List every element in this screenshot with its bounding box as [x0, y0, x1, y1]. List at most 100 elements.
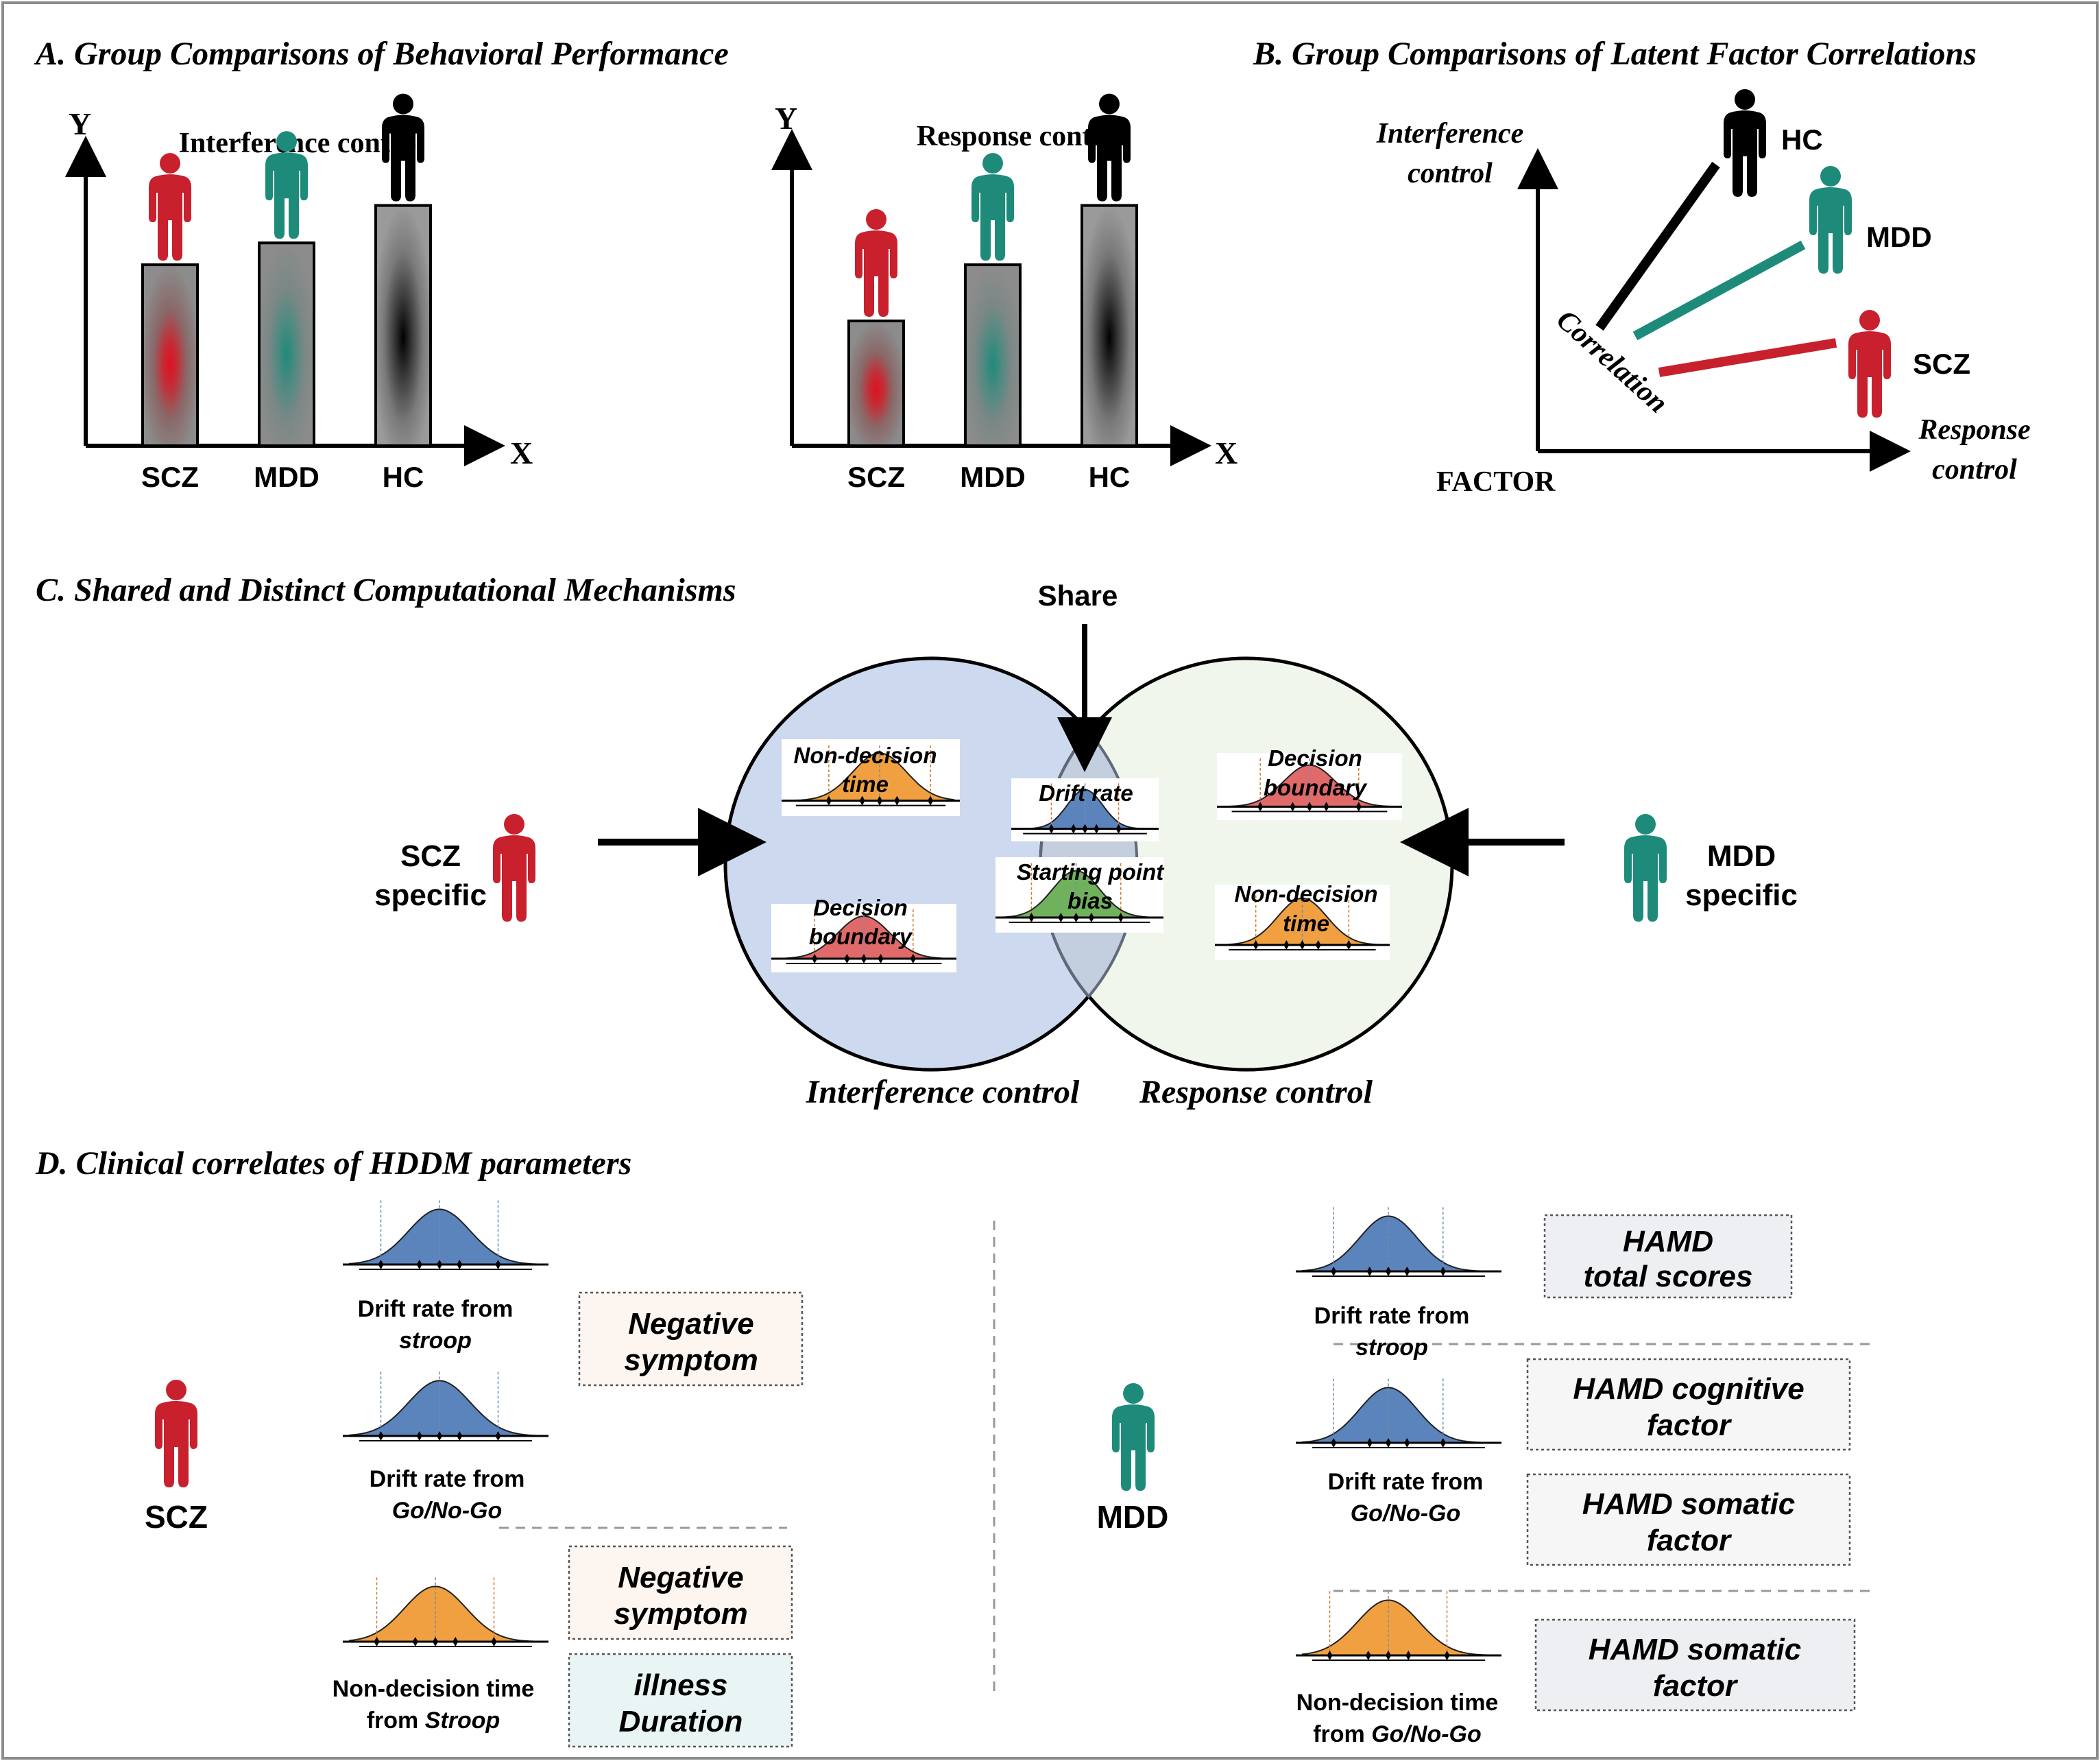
drift-label: Drift rate	[1039, 780, 1133, 806]
y-axis-label: Y	[69, 106, 91, 141]
scz-specific-line1: SCZ	[400, 839, 461, 873]
drift-gonogo-line2: Go/No-Go	[1351, 1500, 1461, 1526]
hc-correlation-line	[1595, 161, 1720, 331]
quantile-marker	[1440, 1438, 1446, 1448]
ndt-label-line2: time	[1283, 911, 1329, 936]
mdd-person-icon	[1112, 1383, 1155, 1491]
db-label-line1: Decision	[813, 895, 908, 920]
mdd-specific-line2: specific	[1685, 878, 1798, 912]
posterior-distribution	[343, 1200, 548, 1270]
y-axis-label-line2: control	[1408, 158, 1493, 189]
bar-mdd	[258, 241, 315, 447]
posterior-distribution	[1215, 885, 1390, 960]
density-fill	[1000, 870, 1159, 918]
bar-hc	[1081, 204, 1138, 447]
density-outline	[786, 752, 955, 802]
mdd-label: MDD	[1097, 1499, 1169, 1535]
quantile-marker	[1070, 824, 1076, 834]
drift-stroop-line2: stroop	[1355, 1334, 1428, 1361]
quantile-marker	[1257, 802, 1264, 812]
ndt-gonogo-task: Go/No-Go	[1371, 1721, 1482, 1747]
density-fill	[786, 753, 955, 801]
box-text-line1: HAMD	[1623, 1225, 1713, 1258]
drift-stroop-line2: stroop	[399, 1328, 472, 1354]
panel-b-title: B. Group Comparisons of Latent Factor Co…	[1253, 36, 1977, 72]
quantile-marker	[495, 1431, 501, 1441]
quantile-marker	[1365, 1651, 1371, 1660]
hc-person-icon	[1724, 89, 1766, 197]
posterior-distribution	[343, 1371, 548, 1441]
quantile-marker	[1088, 913, 1094, 922]
posterior-distribution	[343, 1577, 548, 1647]
drift-gonogo-line1: Drift rate from	[1328, 1469, 1484, 1495]
quantile-marker	[1073, 913, 1079, 922]
quantile-marker	[1327, 1651, 1333, 1660]
box-text-line1: Negative	[618, 1561, 743, 1594]
x-axis-label-line1: Response	[1918, 414, 2030, 446]
quantile-marker	[1115, 824, 1122, 834]
density-outline	[1301, 1387, 1495, 1443]
panel-a: A. Group Comparisons of Behavioral Perfo…	[34, 36, 1238, 493]
ndt-gonogo-from: from	[1313, 1721, 1371, 1747]
bar-hc	[374, 204, 432, 447]
negative-symptom-box-2	[568, 1545, 793, 1640]
category-label: SCZ	[847, 461, 905, 493]
quantile-marker	[928, 795, 934, 806]
scz-person-icon	[149, 153, 191, 261]
quantile-marker	[859, 795, 865, 806]
density-fill	[777, 916, 951, 959]
scz-person-icon	[493, 814, 535, 922]
hamd-cognitive-box	[1526, 1358, 1851, 1451]
quantile-marker	[1331, 1267, 1337, 1276]
quantile-marker	[894, 795, 900, 806]
y-axis-label: Y	[775, 101, 797, 136]
posterior-distribution	[1217, 753, 1402, 820]
quantile-marker	[1315, 940, 1321, 950]
spb-label-line2: bias	[1067, 888, 1113, 913]
db-label-line2: boundary	[809, 924, 913, 949]
density-fill	[349, 1209, 542, 1265]
scz-correlation-line	[1658, 338, 1837, 377]
distribution-group	[771, 739, 1402, 972]
interference-control-label: Interference control	[806, 1074, 1080, 1110]
ndt-stroop-line1: Non-decision time	[333, 1676, 535, 1702]
box-text-line2: factor	[1647, 1409, 1733, 1442]
bar-mdd	[964, 263, 1022, 447]
hamd-somatic-box-1	[1526, 1473, 1851, 1566]
drift-gonogo-line2: Go/No-Go	[392, 1498, 503, 1524]
quantile-marker	[1058, 913, 1064, 922]
quantile-marker	[1386, 1267, 1391, 1276]
box-text-line2: symptom	[624, 1343, 758, 1377]
quantile-marker	[825, 795, 832, 806]
scz-specific-line2: specific	[374, 878, 487, 912]
quantile-marker	[1346, 940, 1352, 950]
category-label: HC	[1089, 461, 1131, 493]
box-text-line2: factor	[1653, 1669, 1739, 1703]
distribution-group	[343, 1200, 1501, 1661]
quantile-marker	[812, 954, 818, 963]
box-text-line1: HAMD somatic	[1582, 1487, 1796, 1521]
quantile-marker	[1082, 824, 1088, 834]
hc-person-icon	[382, 93, 424, 202]
quantile-marker	[412, 1637, 418, 1646]
box-text-line1: illness	[634, 1668, 728, 1702]
panel-b: B. Group Comparisons of Latent Factor Co…	[1253, 36, 2031, 498]
density-fill	[349, 1380, 542, 1436]
drift-stroop-line1: Drift rate from	[358, 1296, 514, 1322]
drift-stroop-line1: Drift rate from	[1314, 1303, 1470, 1329]
x-axis-label: X	[1215, 435, 1238, 470]
box-text-line2: total scores	[1584, 1260, 1753, 1293]
ndt-label-line2: time	[842, 771, 889, 797]
x-axis-label: X	[510, 435, 533, 470]
quantile-marker	[433, 1637, 438, 1646]
panel-d: D. Clinical correlates of HDDM parameter…	[35, 1145, 1872, 1748]
category-label: MDD	[254, 461, 319, 493]
mdd-label: MDD	[1866, 221, 1932, 253]
factor-label: FACTOR	[1436, 466, 1556, 498]
posterior-distribution	[1296, 1207, 1501, 1277]
scz-person-icon	[1848, 310, 1891, 418]
quantile-marker	[1355, 802, 1362, 812]
scz-label: SCZ	[1913, 348, 1970, 380]
